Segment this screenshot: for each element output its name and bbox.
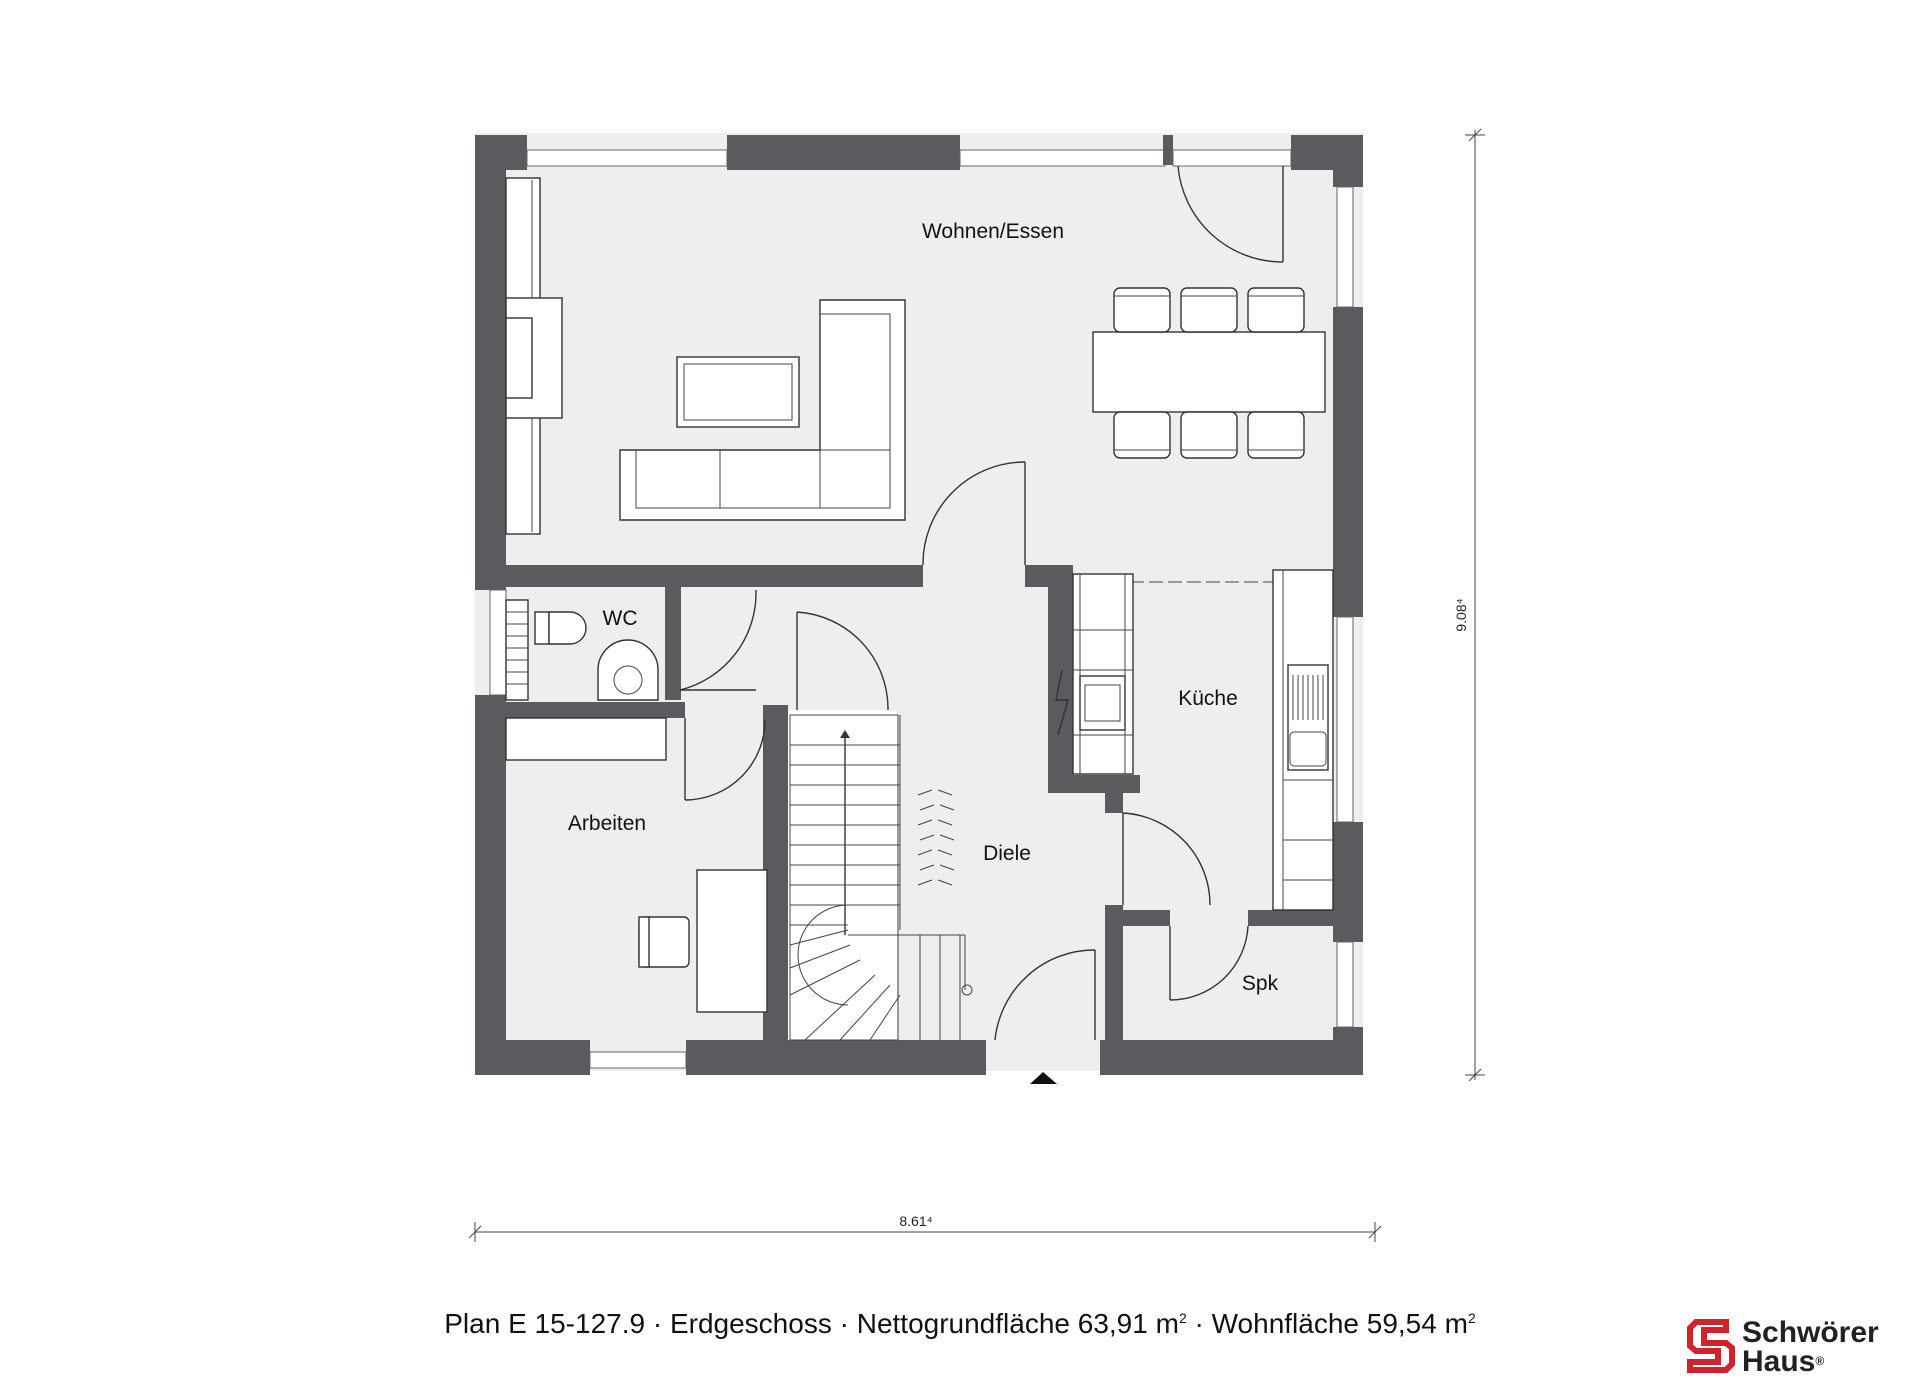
living-furniture: [505, 177, 1326, 535]
caption-floor: Erdgeschoss: [669, 1308, 832, 1339]
doors: [679, 165, 1284, 1084]
office-furniture: [505, 717, 768, 1013]
interior-walls: [475, 565, 1338, 1045]
stair-floor: [787, 710, 897, 1040]
caption-net-area: Nettogrundfläche 63,91 m2: [856, 1308, 1187, 1339]
dimension-width: 8.61⁴: [468, 1213, 1382, 1242]
floor-area: [475, 133, 1363, 1071]
dimension-height: 9.08⁴: [1453, 128, 1485, 1082]
room-label-arbeiten: Arbeiten: [568, 812, 646, 835]
caption-plan: Plan E 15-127.9: [444, 1308, 646, 1339]
wc-fixtures: [505, 599, 659, 701]
caption-living-area: Wohnfläche 59,54 m2: [1211, 1308, 1476, 1339]
logo-s-icon: [1687, 1319, 1735, 1373]
staircase: [789, 714, 973, 1041]
room-label-wohnen: Wohnen/Essen: [922, 220, 1064, 243]
room-label-wc: WC: [603, 607, 638, 630]
logo-text: Schwörer Haus®: [1742, 1316, 1879, 1378]
dimension-height-label: 9.08⁴: [1453, 598, 1469, 631]
caption-separator: ·: [1194, 1308, 1204, 1339]
caption-separator: ·: [652, 1308, 663, 1339]
dimension-width-label: 8.61⁴: [899, 1213, 932, 1229]
room-label-spk: Spk: [1242, 972, 1279, 995]
kitchen-furniture: [1055, 569, 1335, 911]
schwoerer-haus-logo: Schwörer Haus®: [1686, 1316, 1906, 1378]
plan-caption: Plan E 15-127.9 · Erdgeschoss · Nettogru…: [0, 1308, 1920, 1340]
caption-separator: ·: [839, 1308, 849, 1339]
room-label-kueche: Küche: [1178, 687, 1238, 710]
outer-walls: [475, 135, 1363, 1075]
room-label-diele: Diele: [983, 842, 1031, 865]
